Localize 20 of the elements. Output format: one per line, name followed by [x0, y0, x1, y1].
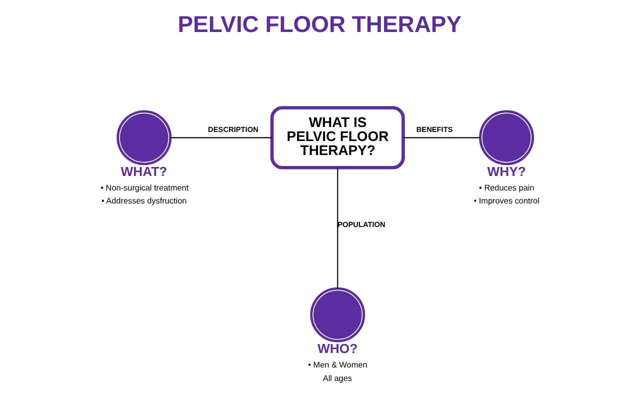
node-circle	[479, 110, 534, 166]
node-label: • Non-surgical treatment	[100, 184, 189, 193]
node-label: • Reduces pain	[479, 184, 534, 193]
edge-label: DESCRIPTION	[208, 125, 258, 134]
node-label: WHY?	[487, 164, 526, 180]
node-label: • Addresses dysfruction	[101, 196, 187, 206]
connector	[170, 137, 272, 138]
node-label: All ages	[322, 374, 352, 383]
node-label: WHAT?	[120, 164, 168, 180]
connector	[403, 137, 480, 138]
diagram-title: PELVIC FLOOR THERAPY	[178, 11, 462, 38]
edge-label: POPULATION	[338, 220, 386, 230]
node-box: WHAT IS PELVIC FLOOR THERAPY?	[270, 106, 405, 170]
node-label: • Improves control	[474, 196, 540, 206]
connector	[337, 168, 338, 288]
node-circle	[310, 287, 366, 342]
node-label: • Men & Women	[308, 360, 368, 370]
node-circle	[116, 110, 172, 166]
edge-label: BENEFITS	[416, 125, 453, 134]
node-label: WHO?	[318, 341, 358, 356]
